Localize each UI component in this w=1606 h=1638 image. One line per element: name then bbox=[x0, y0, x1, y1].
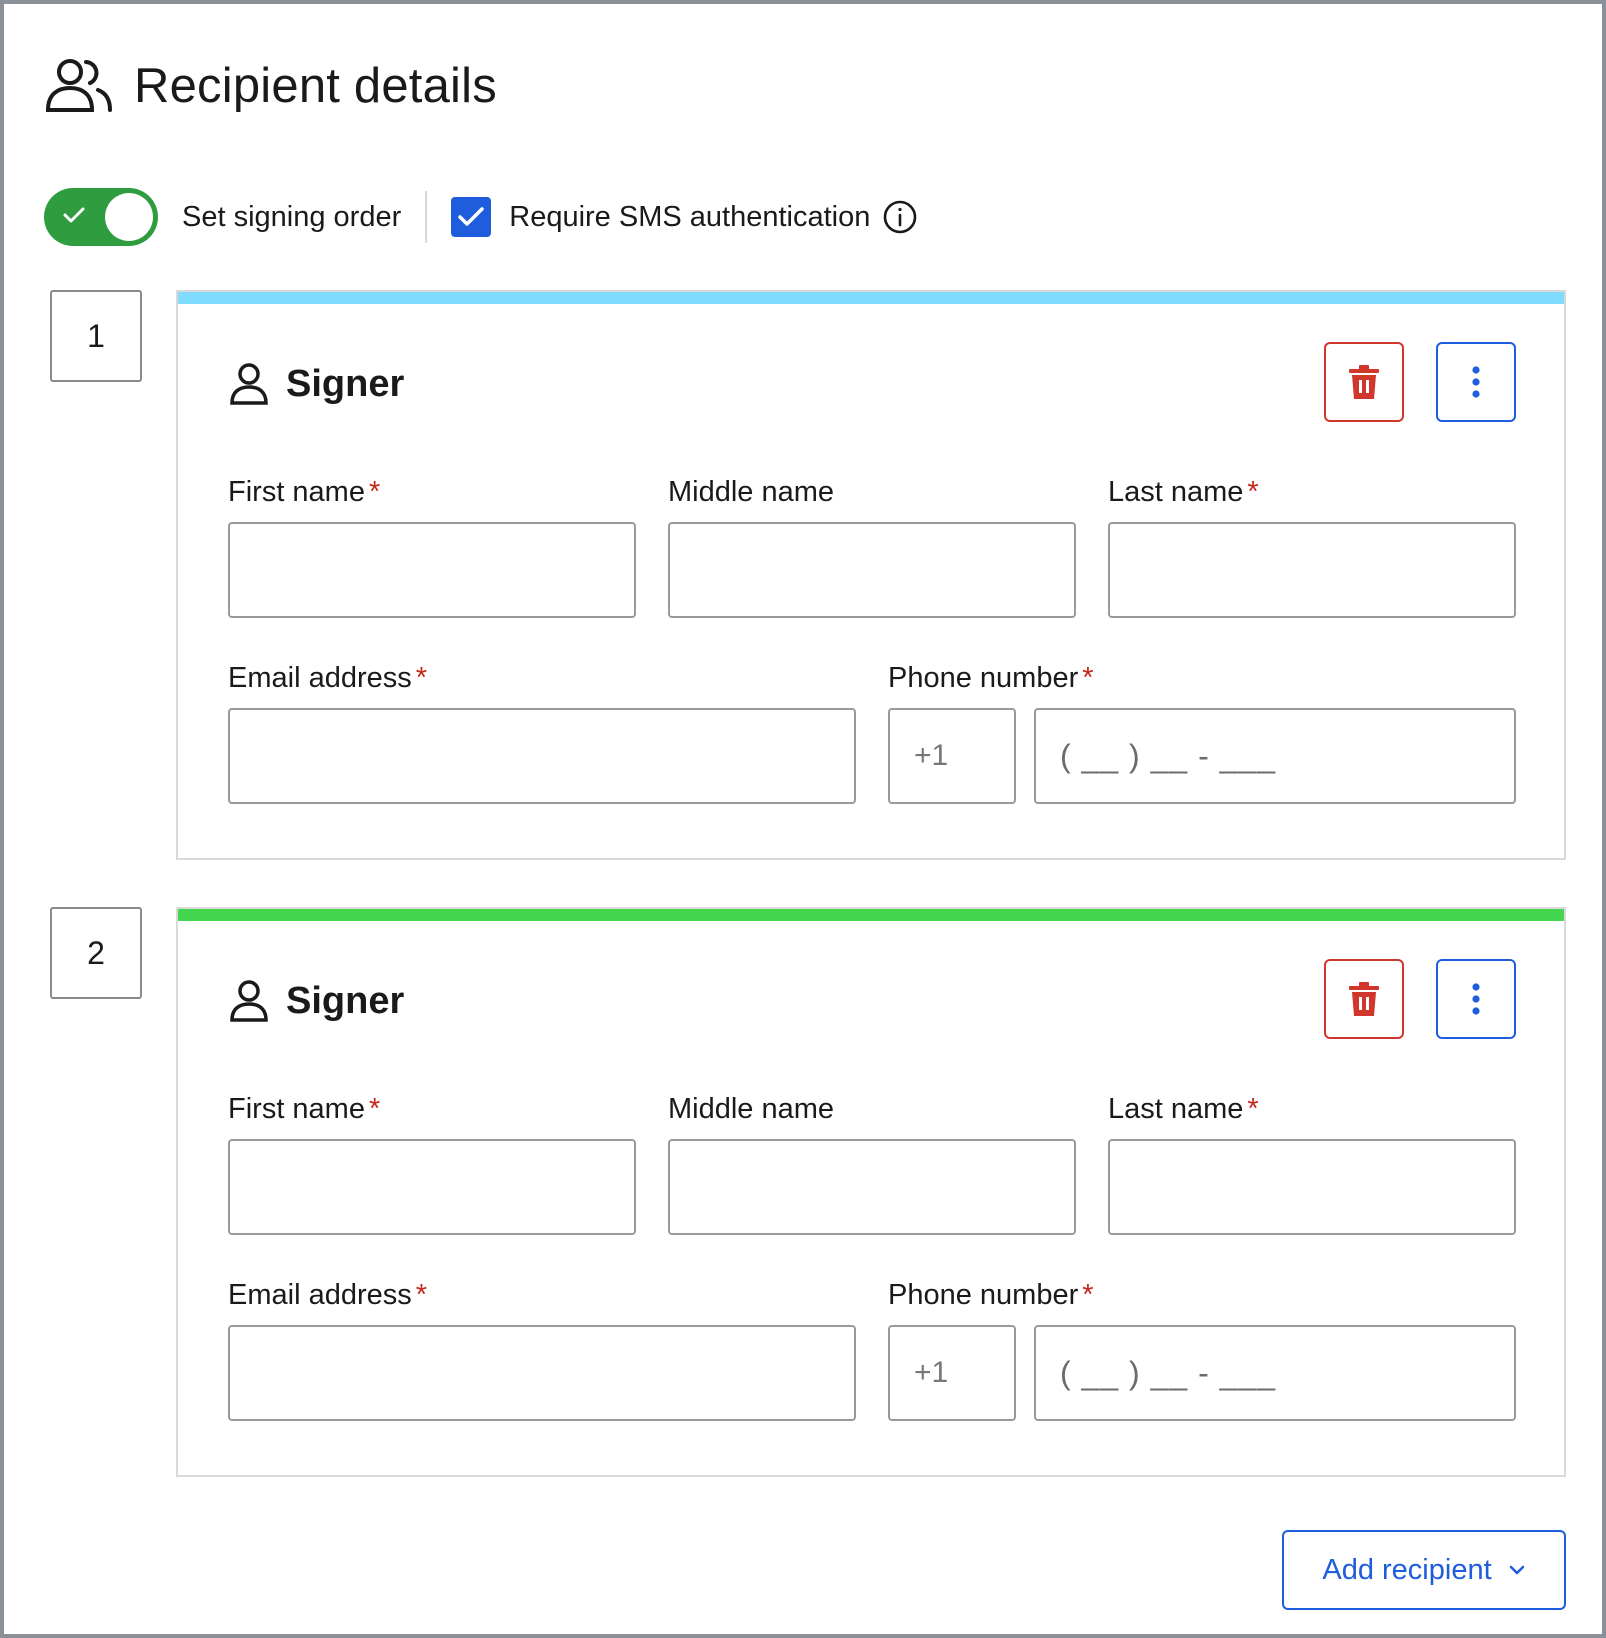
required-marker: * bbox=[415, 1279, 428, 1311]
phone-field: Phone number* +1 ( __ ) __ - ___ bbox=[888, 660, 1516, 804]
person-icon bbox=[230, 980, 268, 1022]
first-name-field: First name* bbox=[228, 474, 636, 618]
add-recipient-button[interactable]: Add recipient bbox=[1282, 1530, 1566, 1610]
recipient-role: Signer bbox=[228, 362, 404, 406]
kebab-menu-icon bbox=[1472, 983, 1480, 1015]
info-icon[interactable] bbox=[882, 199, 918, 235]
page-title: Recipient details bbox=[134, 59, 497, 113]
person-icon bbox=[230, 363, 268, 405]
sms-auth-label: Require SMS authentication bbox=[509, 200, 871, 233]
first-name-field: First name* bbox=[228, 1091, 636, 1235]
first-name-input[interactable] bbox=[228, 1139, 636, 1235]
middle-name-input[interactable] bbox=[668, 522, 1076, 618]
toggle-knob bbox=[105, 193, 153, 241]
required-marker: * bbox=[1082, 1279, 1094, 1311]
middle-name-input[interactable] bbox=[668, 1139, 1076, 1235]
more-options-button[interactable] bbox=[1436, 342, 1516, 422]
phone-number-input[interactable]: ( __ ) __ - ___ bbox=[1034, 1325, 1516, 1421]
delete-recipient-button[interactable] bbox=[1324, 342, 1404, 422]
card-accent-bar bbox=[178, 909, 1564, 921]
sms-auth-checkbox[interactable] bbox=[451, 197, 492, 237]
required-marker: * bbox=[1247, 1093, 1259, 1125]
required-marker: * bbox=[415, 662, 428, 694]
card-accent-bar bbox=[178, 292, 1564, 304]
recipient-role: Signer bbox=[228, 979, 404, 1023]
recipient-role-label: Signer bbox=[286, 979, 405, 1022]
email-label: Email address* bbox=[228, 1279, 428, 1311]
page-header: Recipient details bbox=[44, 54, 497, 118]
email-field: Email address* bbox=[228, 1277, 856, 1421]
people-icon bbox=[45, 59, 112, 112]
middle-name-field: Middle name bbox=[668, 474, 1076, 618]
country-code-input[interactable]: +1 bbox=[888, 708, 1016, 804]
delete-recipient-button[interactable] bbox=[1324, 959, 1404, 1039]
required-marker: * bbox=[368, 1093, 381, 1125]
phone-number-input[interactable]: ( __ ) __ - ___ bbox=[1034, 708, 1516, 804]
checkmark-icon bbox=[458, 207, 484, 226]
options-divider bbox=[425, 191, 428, 243]
phone-label: Phone number* bbox=[888, 1279, 1094, 1311]
last-name-field: Last name* bbox=[1108, 1091, 1516, 1235]
more-options-button[interactable] bbox=[1436, 959, 1516, 1039]
last-name-label: Last name* bbox=[1108, 476, 1259, 508]
required-marker: * bbox=[1082, 662, 1094, 694]
add-recipient-label: Add recipient bbox=[1322, 1553, 1492, 1586]
last-name-label: Last name* bbox=[1108, 1093, 1259, 1125]
recipient-card: Signer First name* Middle name bbox=[176, 290, 1566, 860]
email-label: Email address* bbox=[228, 662, 428, 694]
middle-name-field: Middle name bbox=[668, 1091, 1076, 1235]
middle-name-label: Middle name bbox=[668, 476, 835, 508]
recipient-role-label: Signer bbox=[286, 362, 405, 405]
recipient-card: Signer First name* Middle name bbox=[176, 907, 1566, 1477]
email-input[interactable] bbox=[228, 1325, 856, 1421]
phone-mask: ( __ ) __ - ___ bbox=[1060, 737, 1276, 774]
email-field: Email address* bbox=[228, 660, 856, 804]
country-code-input[interactable]: +1 bbox=[888, 1325, 1016, 1421]
recipient-order-number[interactable]: 1 bbox=[50, 290, 142, 382]
middle-name-label: Middle name bbox=[668, 1093, 835, 1125]
first-name-input[interactable] bbox=[228, 522, 636, 618]
signing-order-toggle[interactable] bbox=[44, 188, 158, 246]
last-name-input[interactable] bbox=[1108, 1139, 1516, 1235]
phone-field: Phone number* +1 ( __ ) __ - ___ bbox=[888, 1277, 1516, 1421]
last-name-input[interactable] bbox=[1108, 522, 1516, 618]
signing-order-label: Set signing order bbox=[182, 200, 402, 233]
trash-icon bbox=[1349, 365, 1379, 399]
first-name-label: First name* bbox=[228, 476, 381, 508]
first-name-label: First name* bbox=[228, 1093, 381, 1125]
check-icon bbox=[63, 207, 85, 223]
kebab-menu-icon bbox=[1472, 366, 1480, 398]
last-name-field: Last name* bbox=[1108, 474, 1516, 618]
options-row: Set signing order Require SMS authentica… bbox=[44, 187, 918, 247]
trash-icon bbox=[1349, 982, 1379, 1016]
phone-mask: ( __ ) __ - ___ bbox=[1060, 1354, 1276, 1391]
phone-label: Phone number* bbox=[888, 662, 1094, 694]
chevron-down-icon bbox=[1509, 1565, 1524, 1575]
recipient-order-number[interactable]: 2 bbox=[50, 907, 142, 999]
email-input[interactable] bbox=[228, 708, 856, 804]
required-marker: * bbox=[368, 476, 381, 508]
required-marker: * bbox=[1247, 476, 1259, 508]
